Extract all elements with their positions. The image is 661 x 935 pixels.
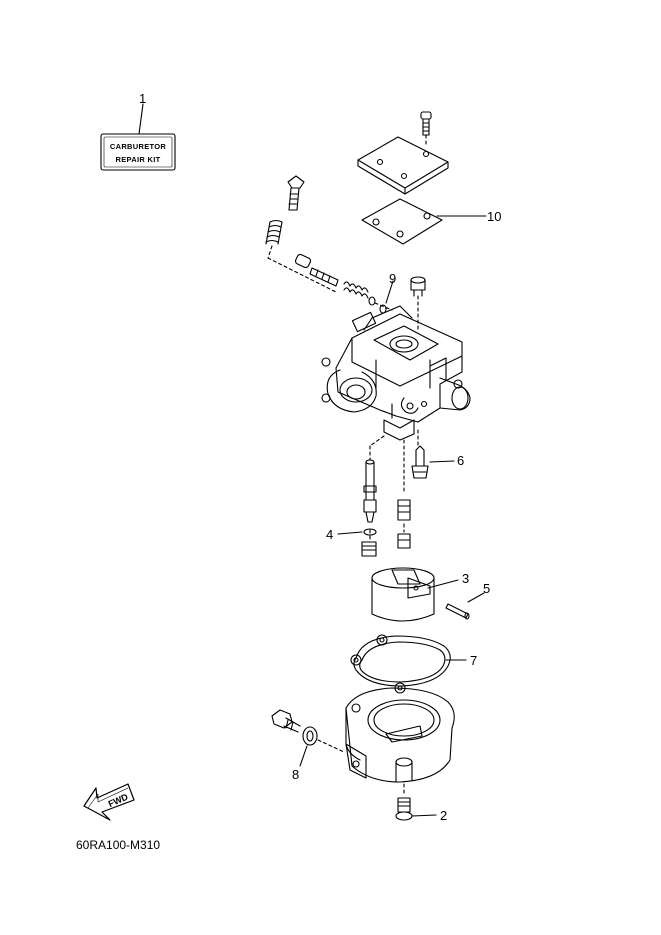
float-chamber-gasket bbox=[350, 634, 467, 694]
kit-label-line1: CARBURETOR bbox=[110, 142, 166, 151]
callout-10: 10 bbox=[487, 209, 501, 224]
float-pin bbox=[445, 592, 485, 620]
float bbox=[371, 567, 459, 622]
drawing-code: 60RA100-M310 bbox=[76, 838, 161, 852]
callout-3: 3 bbox=[462, 571, 469, 586]
repair-kit-label bbox=[100, 103, 176, 171]
carburetor-body bbox=[321, 305, 471, 441]
kit-label-line2: REPAIR KIT bbox=[116, 155, 161, 164]
fwd-arrow-icon bbox=[83, 783, 135, 821]
callout-9: 9 bbox=[389, 271, 396, 286]
guide-lines bbox=[369, 429, 419, 541]
idle-adjust-screw bbox=[265, 175, 337, 293]
callout-4: 4 bbox=[326, 527, 333, 542]
drain-screw bbox=[271, 709, 345, 767]
cover-plate bbox=[357, 136, 449, 195]
callout-8: 8 bbox=[292, 767, 299, 782]
pilot-screw-assembly bbox=[294, 253, 393, 311]
callout-6: 6 bbox=[457, 453, 464, 468]
cover-screw bbox=[420, 111, 432, 147]
needle-valve bbox=[411, 445, 455, 479]
bowl-screw bbox=[395, 797, 437, 821]
gasket bbox=[361, 198, 487, 245]
callout-2: 2 bbox=[440, 808, 447, 823]
float-chamber bbox=[345, 687, 455, 797]
pilot-jet bbox=[397, 499, 411, 549]
callout-5: 5 bbox=[483, 581, 490, 596]
callout-1: 1 bbox=[139, 91, 146, 106]
main-nozzle-assembly bbox=[337, 459, 377, 557]
drain-plug bbox=[410, 276, 426, 331]
callout-7: 7 bbox=[470, 653, 477, 668]
